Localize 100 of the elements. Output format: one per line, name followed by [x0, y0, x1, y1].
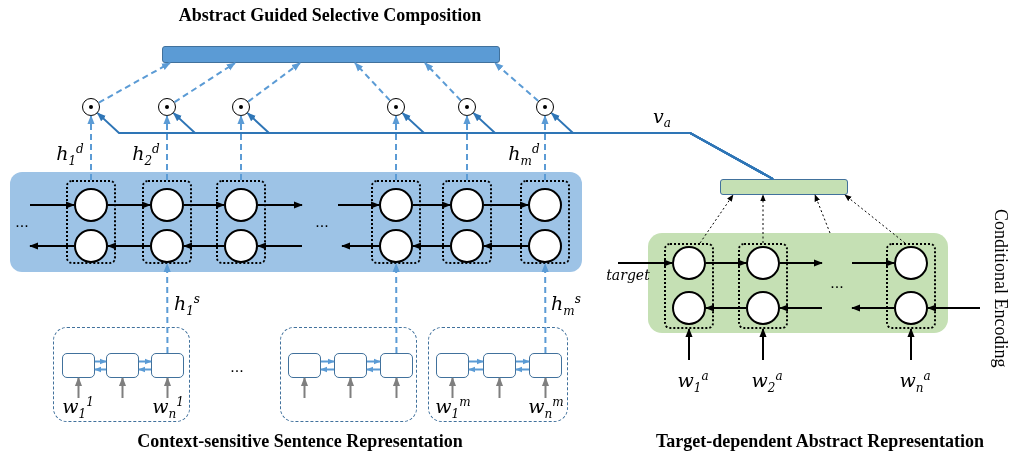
arrow	[346, 377, 355, 399]
arrow	[705, 259, 747, 267]
word-unit	[435, 352, 469, 378]
arrow	[541, 263, 549, 354]
arrow	[183, 242, 225, 250]
lstm-cell-group	[142, 180, 192, 264]
arrow	[907, 328, 915, 361]
word-unit	[287, 352, 321, 378]
arrow	[87, 115, 95, 181]
word-unit	[61, 352, 95, 378]
hidden-unit	[746, 291, 780, 325]
arrow	[779, 259, 823, 267]
arrow	[483, 201, 529, 209]
arrow	[412, 242, 451, 250]
arrow	[541, 377, 550, 399]
arrow	[118, 377, 127, 399]
arrow	[366, 358, 381, 365]
arrow	[138, 358, 152, 365]
arrow	[483, 242, 529, 250]
multiply-operator	[82, 98, 100, 116]
lstm-cell-group	[371, 180, 421, 264]
arrow	[851, 304, 895, 312]
hidden-unit	[528, 188, 562, 222]
arrow	[138, 366, 152, 373]
multiply-operator	[387, 98, 405, 116]
arrow	[468, 358, 484, 365]
arrow	[320, 358, 335, 365]
edge-label: target	[606, 268, 650, 282]
arrow	[29, 201, 75, 209]
arrow	[300, 377, 309, 399]
arrow	[759, 328, 767, 361]
multiply-operator	[158, 98, 176, 116]
arrow	[94, 366, 107, 373]
arrow	[366, 366, 381, 373]
arrow	[237, 115, 245, 181]
hidden-unit	[74, 229, 108, 263]
arrow	[448, 377, 457, 399]
arrow	[424, 62, 462, 102]
arrow	[779, 304, 823, 312]
hidden-unit	[379, 229, 413, 263]
arrow	[257, 242, 303, 250]
arrow	[183, 201, 225, 209]
arrow	[29, 242, 75, 250]
hidden-unit	[746, 246, 780, 280]
lstm-cell-group	[738, 243, 788, 329]
ellipsis: ...	[315, 214, 329, 230]
sentence-encoder-group	[280, 327, 417, 422]
hidden-unit	[450, 229, 484, 263]
vertical-label: Conditional Encoding	[992, 208, 1010, 368]
arrow	[163, 263, 171, 354]
arrow	[163, 115, 171, 181]
arrow	[320, 366, 335, 373]
hidden-unit	[450, 188, 484, 222]
hidden-unit	[224, 188, 258, 222]
lstm-cell-group	[664, 243, 714, 329]
lstm-cell-group	[66, 180, 116, 264]
arrow	[463, 115, 471, 181]
vector-bar	[720, 179, 848, 195]
bilstm-panel	[10, 172, 582, 272]
word-unit	[150, 352, 184, 378]
word-unit	[528, 352, 562, 378]
arrow	[257, 201, 303, 209]
ellipsis: ...	[830, 275, 844, 291]
arrow	[515, 358, 530, 365]
arrow	[107, 242, 151, 250]
lstm-cell-group	[886, 243, 936, 329]
arrow	[685, 328, 693, 361]
bilstm-panel	[648, 233, 948, 333]
arrow	[699, 194, 734, 244]
arrow	[550, 112, 774, 180]
hidden-unit	[74, 188, 108, 222]
word-unit	[105, 352, 139, 378]
arrow	[97, 62, 171, 104]
hidden-unit	[150, 188, 184, 222]
arrow	[617, 259, 673, 267]
arrow	[495, 377, 504, 399]
heading: Target-dependent Abstract Representation	[656, 432, 984, 450]
lstm-cell-group	[520, 180, 570, 264]
word-unit	[333, 352, 367, 378]
hidden-unit	[672, 291, 706, 325]
arrow	[392, 377, 401, 399]
arrow	[705, 304, 747, 312]
word-unit	[482, 352, 516, 378]
multiply-operator	[458, 98, 476, 116]
hidden-unit	[894, 246, 928, 280]
hidden-unit	[150, 229, 184, 263]
lstm-cell-group	[442, 180, 492, 264]
arrow	[392, 263, 400, 354]
arrow	[94, 358, 107, 365]
arrow	[541, 115, 549, 181]
word-unit	[379, 352, 413, 378]
arrow	[341, 242, 380, 250]
arrow	[107, 201, 151, 209]
heading: Abstract Guided Selective Composition	[178, 6, 482, 24]
arrow	[412, 201, 451, 209]
multiply-operator	[232, 98, 250, 116]
arrow	[354, 62, 391, 102]
sentence-encoder-group	[53, 327, 190, 422]
arrow	[163, 377, 172, 399]
heading: Context-sensitive Sentence Representation	[137, 432, 463, 450]
